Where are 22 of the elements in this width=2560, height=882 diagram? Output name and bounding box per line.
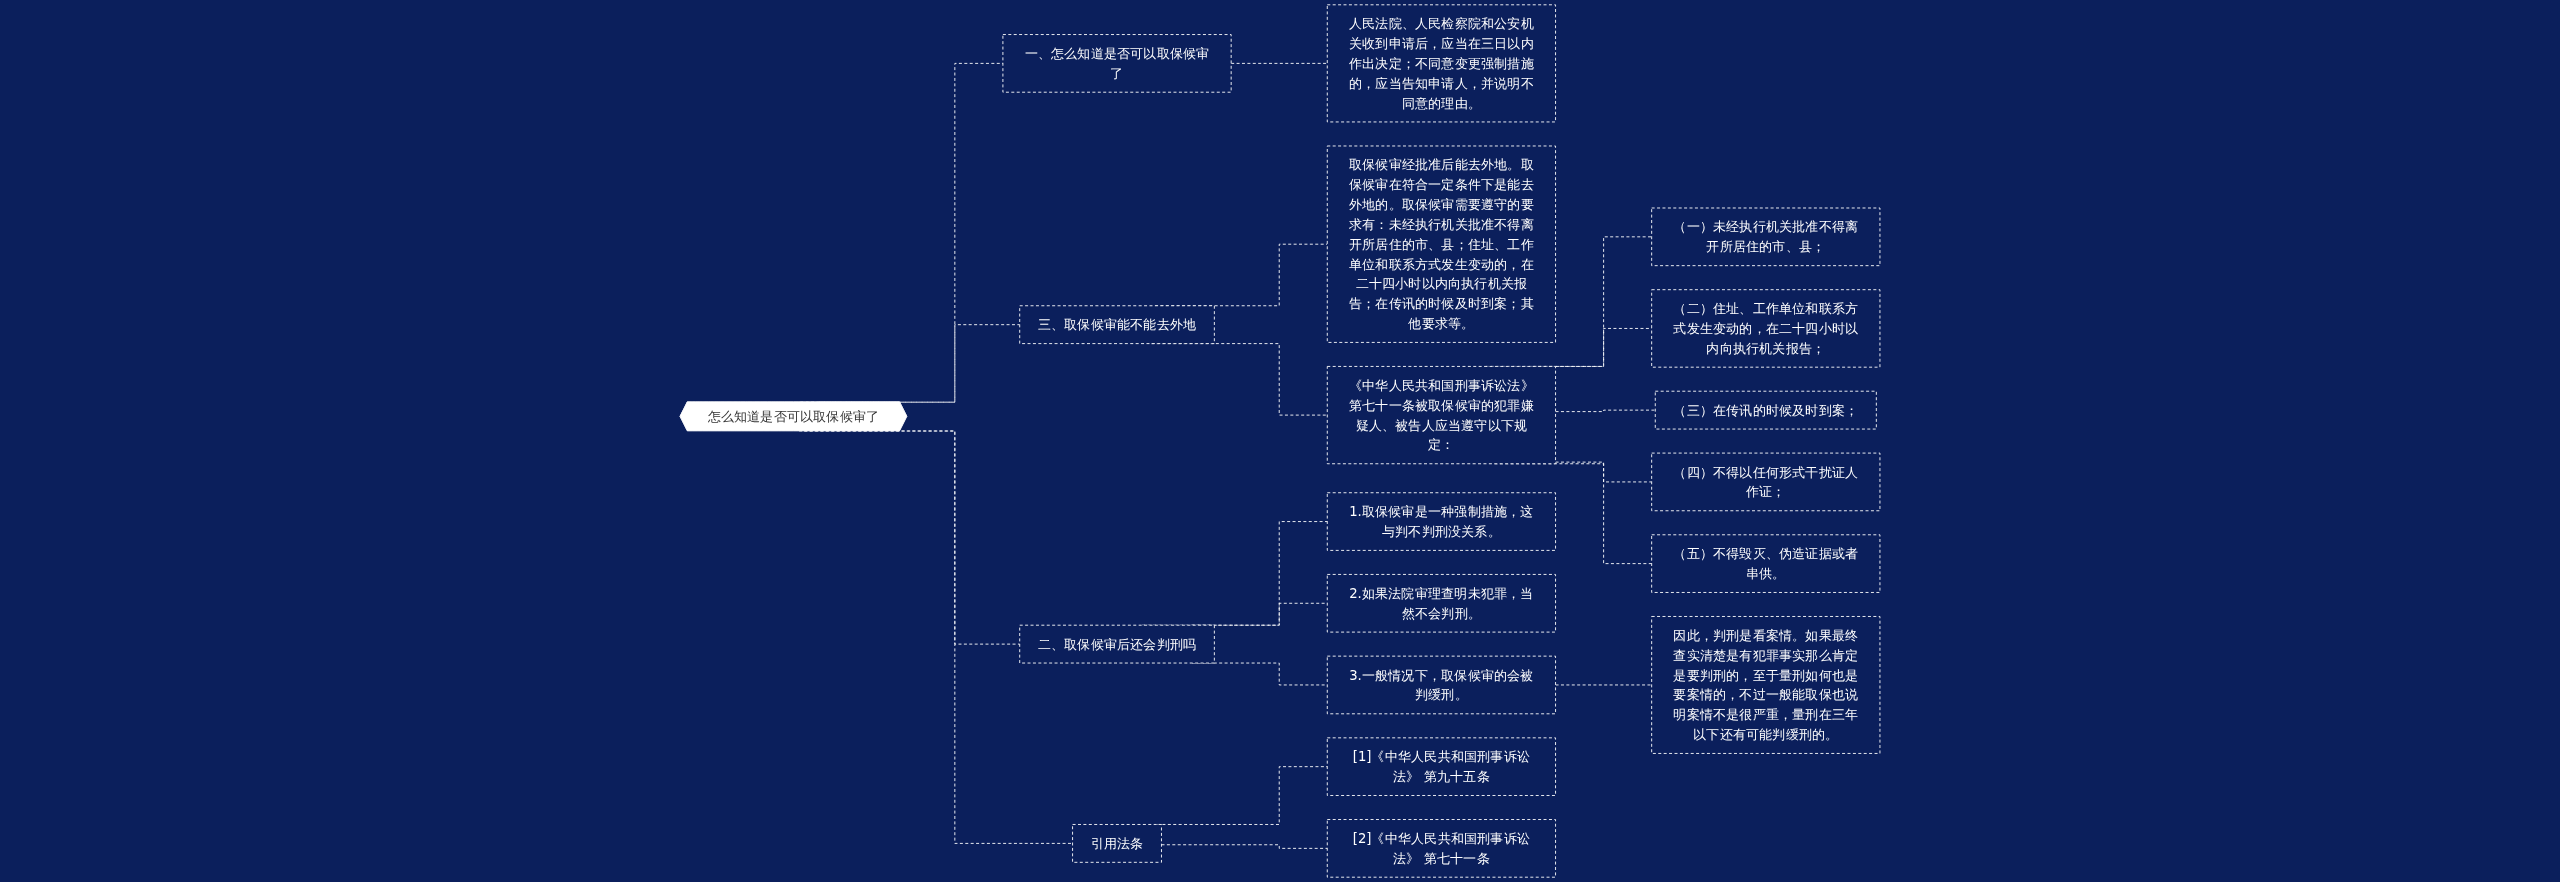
node-box: 一、怎么知道是否可以取保候审了 [1002,34,1232,93]
node-box: （四）不得以任何形式干扰证人作证； [1651,452,1881,512]
node-box: [1]《中华人民共和国刑事诉讼法》 第九十五条 [1326,737,1556,796]
node-box: 因此，判刑是看案情。如果最终查实清楚是有犯罪事实那么肯定是要判刑的，至于量刑如何也是要案情的，不过一般能取保也说明案情不是很严重，量刑在三年以下还有可能判缓刑的。 [1651,616,1881,754]
node-box: （三）在传讯的时候及时到案； [1654,390,1877,430]
node-box: （二）住址、工作单位和联系方式发生变动的，在二十四小时以内向执行机关报告； [1651,289,1881,368]
node-box: 引用法条 [1072,824,1162,863]
node-box: 人民法院、人民检察院和公安机关收到申请后，应当在三日以内作出决定；不同意变更强制措施的，应当告知申请人，并说明不同意的理由。 [1326,4,1556,123]
connector [1230,62,1328,64]
node-box: 2.如果法院审理查明未犯罪，当然不会判刑。 [1326,573,1556,633]
node-box: [2]《中华人民共和国刑事诉讼法》 第七十一条 [1326,819,1556,878]
connector [1555,684,1653,686]
node-box: 取保候审经批准后能去外地。取保候审在符合一定条件下是能去外地的。取保候审需要遵守的要求有：未经执行机关批准不得离开所居住的市、县；住址、工作单位和联系方式发生变动的，在二十四小时以内向执行机关报告；在传讯的时候及时到案；其他要求等。 [1326,145,1556,343]
connector [1161,844,1328,849]
node-box: （一）未经执行机关批准不得离开所居住的市、县； [1651,207,1881,267]
node-box: 3.一般情况下，取保候审的会被判缓刑。 [1326,655,1556,715]
node-box: 三、取保候审能不能去外地 [1019,305,1215,345]
node-box: 1.取保候审是一种强制措施，这与判不判刑没关系。 [1326,492,1556,551]
node-box: 《中华人民共和国刑事诉讼法》第七十一条被取保候审的犯罪嫌疑人、被告人应当遵守以下规定： [1326,366,1556,465]
connector [1555,409,1656,413]
node-box: （五）不得毁灭、伪造证据或者串供。 [1651,534,1881,593]
node-box: 二、取保候审后还会判刑吗 [1019,624,1215,664]
